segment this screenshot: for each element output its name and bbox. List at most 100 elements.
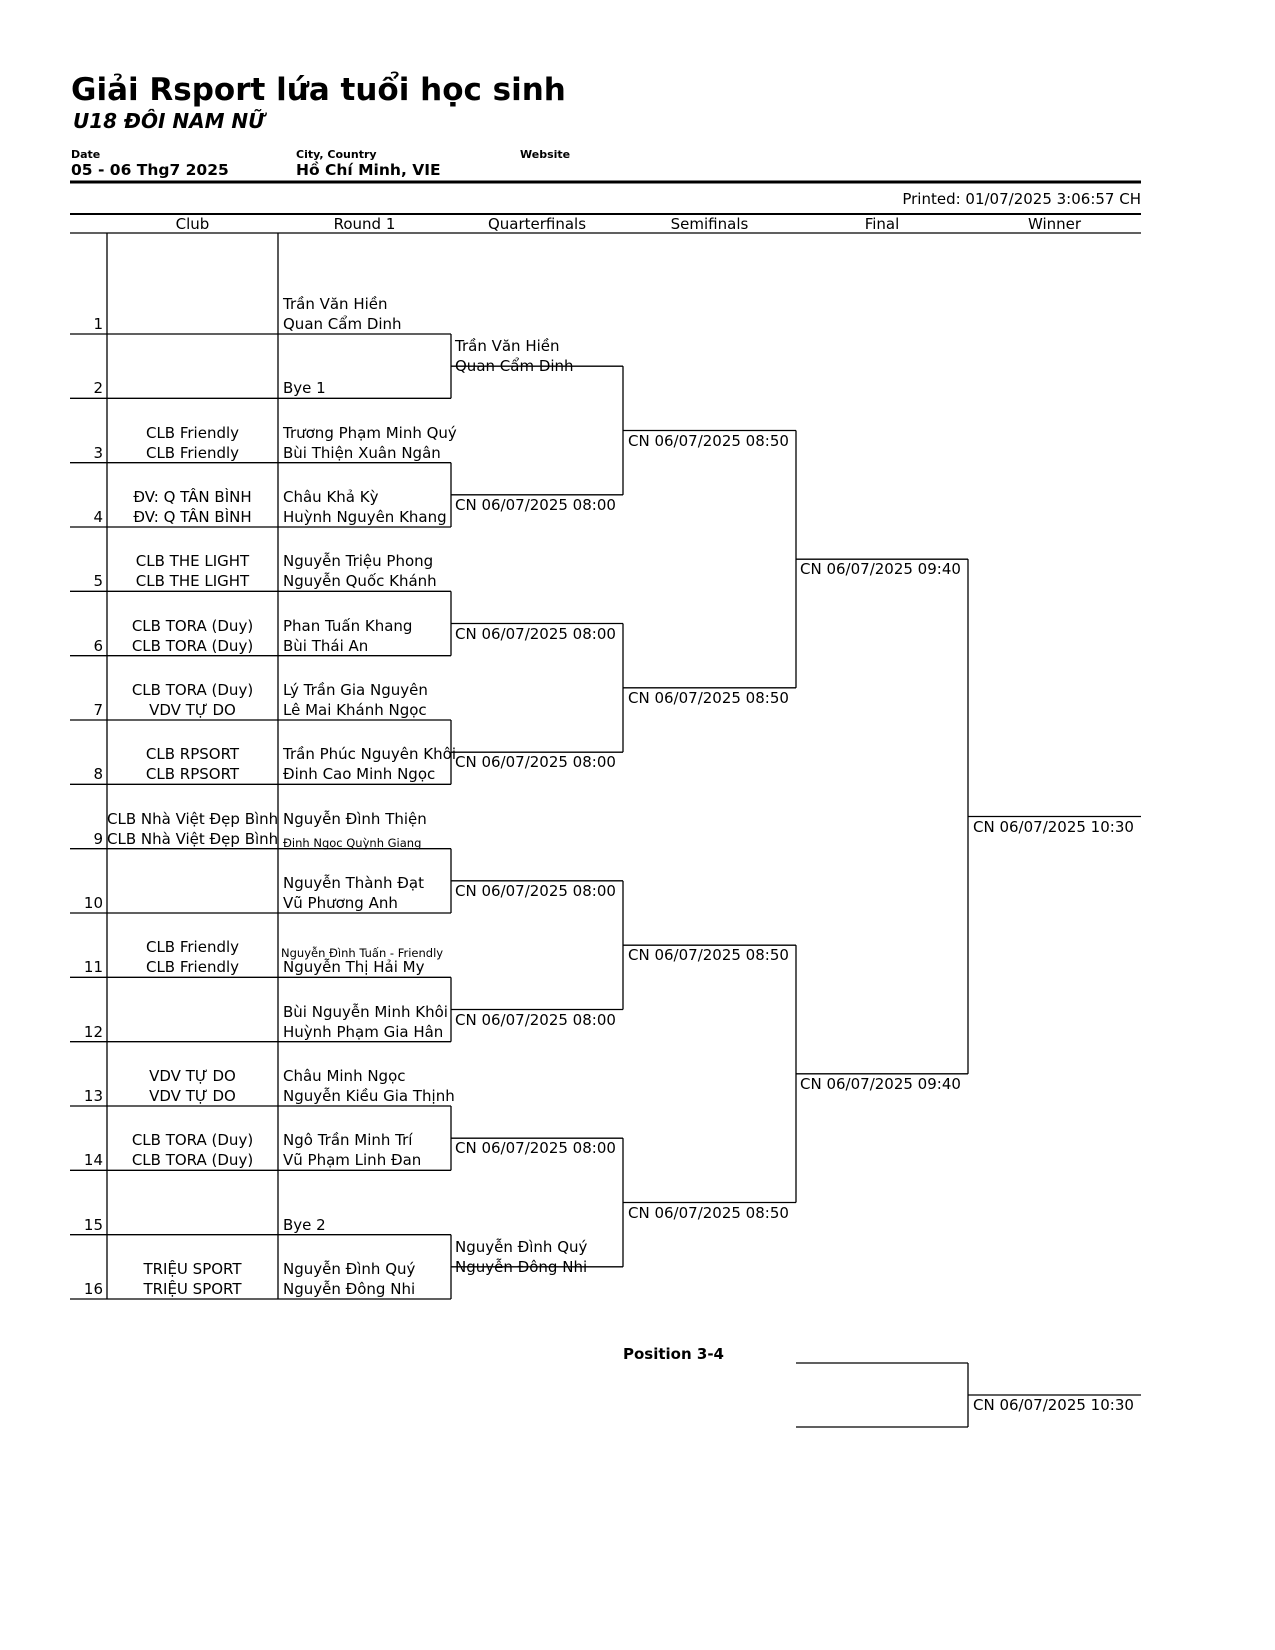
club-name: CLB TORA (Duy) bbox=[131, 1151, 254, 1170]
club-name: CLB Friendly bbox=[145, 958, 240, 977]
player-name: Trần Văn Hiền bbox=[283, 295, 388, 313]
position34-match-time: CN 06/07/2025 10:30 bbox=[973, 1396, 1134, 1414]
website-label: Website bbox=[520, 148, 571, 161]
quarterfinal-player: Quan Cẩm Dinh bbox=[455, 357, 574, 376]
semifinal-match-time: CN 06/07/2025 08:50 bbox=[628, 946, 789, 965]
quarterfinal-player: Nguyễn Đình Quý bbox=[455, 1237, 588, 1256]
position-3-4-label: Position 3-4 bbox=[623, 1345, 724, 1363]
player-name: Nguyễn Thị Hải My bbox=[283, 958, 425, 977]
column-header: Club bbox=[175, 215, 210, 233]
club-name: CLB Friendly bbox=[145, 443, 240, 462]
player-name: Lý Trần Gia Nguyên bbox=[283, 681, 428, 699]
column-header: Round 1 bbox=[333, 215, 396, 233]
quarterfinal-match-time: CN 06/07/2025 08:00 bbox=[455, 1139, 616, 1158]
player-name: Lê Mai Khánh Ngọc bbox=[283, 701, 427, 719]
column-header: Semifinals bbox=[670, 215, 749, 233]
player-name: Nguyễn Đình Quý bbox=[283, 1260, 416, 1278]
club-name: CLB TORA (Duy) bbox=[131, 681, 254, 699]
quarterfinal-match-time: CN 06/07/2025 08:00 bbox=[455, 1010, 616, 1029]
player-name: Vũ Phương Anh bbox=[283, 894, 398, 912]
player-name: Trần Phúc Nguyên Khôi bbox=[283, 745, 456, 764]
club-name: CLB TORA (Duy) bbox=[131, 1131, 254, 1150]
player-name: Huỳnh Nguyên Khang bbox=[283, 508, 447, 526]
player-name: Nguyễn Thành Đạt bbox=[283, 874, 424, 892]
quarterfinal-match-time: CN 06/07/2025 08:00 bbox=[455, 495, 616, 514]
club-name: VDV TỰ DO bbox=[149, 1087, 236, 1105]
date-label: Date bbox=[71, 148, 101, 161]
player-name: Bye 2 bbox=[283, 1215, 326, 1234]
club-name: CLB THE LIGHT bbox=[135, 572, 250, 591]
tournament-title: Giải Rsport lứa tuổi học sinh bbox=[71, 72, 566, 108]
player-name: Nguyễn Đông Nhi bbox=[283, 1280, 416, 1298]
player-name: Châu Khả Kỳ bbox=[283, 488, 379, 506]
club-name: CLB THE LIGHT bbox=[135, 552, 250, 571]
quarterfinal-player: Nguyễn Đông Nhi bbox=[455, 1257, 588, 1276]
printed-timestamp: Printed: 01/07/2025 3:06:57 CH bbox=[902, 190, 1141, 208]
semifinal-match-time: CN 06/07/2025 08:50 bbox=[628, 688, 789, 707]
quarterfinal-match-time: CN 06/07/2025 08:00 bbox=[455, 881, 616, 900]
player-name: Bùi Nguyễn Minh Khôi bbox=[283, 1002, 448, 1021]
seed-number: 7 bbox=[93, 701, 103, 719]
player-name: Quan Cẩm Dinh bbox=[283, 315, 402, 333]
player-name: Ngô Trần Minh Trí bbox=[283, 1131, 413, 1150]
seed-number: 14 bbox=[83, 1151, 103, 1170]
quarterfinal-player: Trần Văn Hiền bbox=[455, 337, 560, 356]
club-name: CLB Nhà Việt Đẹp Bình Minh bbox=[107, 809, 278, 828]
quarterfinal-match-time: CN 06/07/2025 08:00 bbox=[455, 624, 616, 643]
player-name: Nguyễn Đình Thiện bbox=[283, 809, 427, 828]
player-name: Trương Phạm Minh Quý bbox=[283, 423, 457, 442]
player-name: Bye 1 bbox=[283, 379, 326, 398]
player-name: Nguyễn Quốc Khánh bbox=[283, 572, 437, 591]
club-name: CLB TORA (Duy) bbox=[131, 636, 254, 655]
seed-number: 10 bbox=[83, 894, 103, 912]
player-name: Vũ Phạm Linh Đan bbox=[283, 1151, 422, 1170]
date-value: 05 - 06 Thg7 2025 bbox=[71, 161, 229, 179]
player-name: Huỳnh Phạm Gia Hân bbox=[283, 1022, 444, 1041]
club-name: CLB Nhà Việt Đẹp Bình Minh bbox=[107, 829, 278, 848]
player-name: Nguyễn Triệu Phong bbox=[283, 552, 434, 571]
player-name: Nguyễn Kiều Gia Thịnh bbox=[283, 1087, 455, 1105]
club-name: TRIỆU SPORT bbox=[143, 1260, 242, 1278]
seed-number: 9 bbox=[93, 829, 103, 848]
seed-number: 12 bbox=[83, 1022, 103, 1041]
club-name: TRIỆU SPORT bbox=[143, 1280, 242, 1298]
city-label: City, Country bbox=[296, 148, 377, 161]
seed-number: 11 bbox=[83, 958, 103, 977]
club-name: VDV TỰ DO bbox=[149, 701, 236, 719]
column-header: Final bbox=[864, 215, 900, 233]
seed-number: 15 bbox=[83, 1215, 103, 1234]
seed-number: 16 bbox=[83, 1280, 103, 1298]
seed-number: 1 bbox=[93, 315, 103, 333]
semifinal-match-time: CN 06/07/2025 08:50 bbox=[628, 431, 789, 450]
column-header: Quarterfinals bbox=[487, 215, 587, 233]
club-name: ĐV: Q TÂN BÌNH bbox=[133, 488, 252, 506]
semifinal-match-time: CN 06/07/2025 08:50 bbox=[628, 1203, 789, 1222]
player-name: Nguyễn Đình Tuấn - Friendly bbox=[281, 946, 444, 961]
player-name: Đinh Ngọc Quỳnh Giang bbox=[283, 835, 422, 850]
seed-number: 3 bbox=[93, 443, 103, 462]
club-name: CLB RPSORT bbox=[145, 745, 240, 764]
seed-number: 13 bbox=[83, 1087, 103, 1105]
club-name: ĐV: Q TÂN BÌNH bbox=[133, 508, 252, 526]
seed-number: 2 bbox=[93, 379, 103, 398]
club-name: CLB RPSORT bbox=[145, 765, 240, 784]
club-name: CLB Friendly bbox=[145, 938, 240, 957]
club-name: CLB Friendly bbox=[145, 423, 240, 442]
seed-number: 5 bbox=[93, 572, 103, 591]
player-name: Châu Minh Ngọc bbox=[283, 1067, 406, 1085]
final-match-time: CN 06/07/2025 09:40 bbox=[800, 1074, 961, 1093]
event-subtitle: U18 ĐÔI NAM NỮ bbox=[73, 109, 265, 133]
seed-number: 4 bbox=[93, 508, 103, 526]
final-match-time: CN 06/07/2025 09:40 bbox=[800, 560, 961, 579]
club-name: CLB TORA (Duy) bbox=[131, 616, 254, 635]
column-header: Winner bbox=[1027, 215, 1082, 233]
seed-number: 6 bbox=[93, 636, 103, 655]
quarterfinal-match-time: CN 06/07/2025 08:00 bbox=[455, 753, 616, 772]
player-name: Đinh Cao Minh Ngọc bbox=[283, 765, 436, 784]
club-name: VDV TỰ DO bbox=[149, 1067, 236, 1085]
city-value: Hồ Chí Minh, VIE bbox=[296, 161, 441, 179]
player-name: Phan Tuấn Khang bbox=[283, 616, 413, 635]
player-name: Bùi Thái An bbox=[283, 636, 369, 655]
winner-match-time: CN 06/07/2025 10:30 bbox=[973, 817, 1134, 836]
